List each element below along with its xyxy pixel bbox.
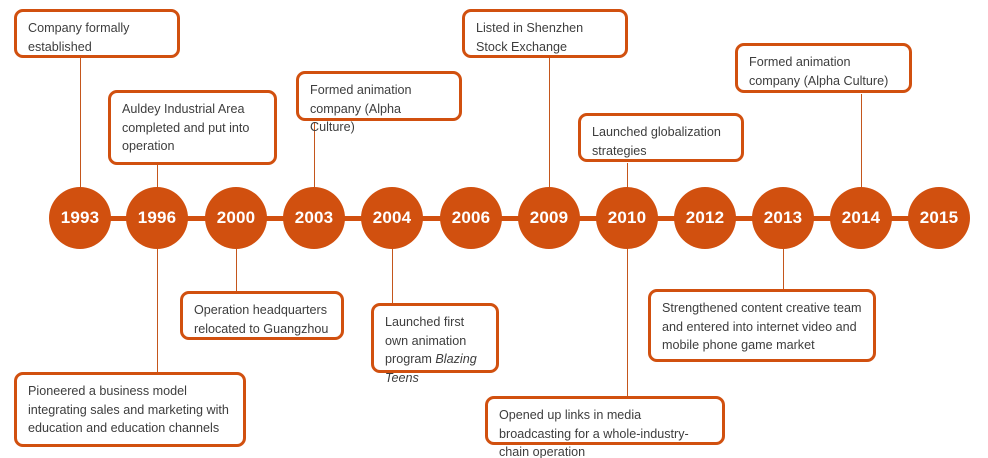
timeline-node-1996[interactable]: 1996 (126, 187, 188, 249)
timeline-node-2006[interactable]: 2006 (440, 187, 502, 249)
timeline-spine-segment (579, 216, 598, 221)
leader-line-1993 (80, 46, 81, 216)
leader-line-2000 (236, 244, 237, 293)
timeline-node-2015[interactable]: 2015 (908, 187, 970, 249)
callout-2010-below[interactable]: Opened up links in media broadcasting fo… (485, 396, 725, 458)
callout-1996-below[interactable]: Pioneered a business model integrating s… (14, 372, 246, 447)
timeline-spine-segment (344, 216, 363, 221)
callout-2004-below[interactable]: Launched first own animation program Bla… (371, 303, 499, 385)
timeline-node-label: 2000 (216, 208, 256, 227)
leader-line-2004 (392, 244, 393, 304)
timeline-node-label: 1996 (137, 208, 177, 227)
timeline-spine-segment (187, 216, 207, 221)
timeline-node-label: 2014 (841, 208, 881, 227)
leader-line-2009 (549, 58, 550, 216)
callout-2004-lead: Launched first own animation program (385, 315, 467, 366)
timeline-node-label: 2009 (529, 208, 569, 227)
callout-1993-above[interactable]: Company formally established (14, 9, 180, 58)
callout-2010-above[interactable]: Launched globalization strategies (578, 113, 744, 162)
timeline-node-2012[interactable]: 2012 (674, 187, 736, 249)
timeline-spine-segment (735, 216, 754, 221)
callout-2003-above[interactable]: Formed animation company (Alpha Culture) (296, 71, 462, 134)
timeline-spine-segment (813, 216, 832, 221)
leader-line-2014 (861, 94, 862, 217)
callout-1996-above[interactable]: Auldey Industrial Area completed and put… (108, 90, 277, 165)
timeline-spine-segment (891, 216, 910, 221)
timeline-spine-segment (422, 216, 442, 221)
callout-2004-program-title: Blazing Teens (385, 352, 477, 385)
timeline-node-2010[interactable]: 2010 (596, 187, 658, 249)
timeline-node-1993[interactable]: 1993 (49, 187, 111, 249)
timeline-node-2004[interactable]: 2004 (361, 187, 423, 249)
timeline-node-2014[interactable]: 2014 (830, 187, 892, 249)
timeline-spine-segment (657, 216, 676, 221)
timeline-node-label: 2010 (607, 208, 647, 227)
leader-line-1996-below (157, 244, 158, 377)
timeline-node-2003[interactable]: 2003 (283, 187, 345, 249)
timeline-spine-segment (266, 216, 285, 221)
timeline-spine-segment (110, 216, 129, 221)
leader-line-2003 (314, 122, 315, 217)
leader-line-2010-below (627, 244, 628, 396)
callout-2013-below[interactable]: Strengthened content creative team and e… (648, 289, 876, 362)
timeline-node-label: 2015 (919, 208, 959, 227)
timeline-node-label: 1993 (60, 208, 100, 227)
timeline-node-2009[interactable]: 2009 (518, 187, 580, 249)
callout-2014-above[interactable]: Formed animation company (Alpha Culture) (735, 43, 912, 93)
leader-line-2013 (783, 244, 784, 290)
timeline-node-label: 2012 (685, 208, 725, 227)
timeline-node-2000[interactable]: 2000 (205, 187, 267, 249)
timeline-node-label: 2003 (294, 208, 334, 227)
timeline-node-label: 2006 (451, 208, 491, 227)
timeline-node-label: 2004 (372, 208, 412, 227)
timeline-node-label: 2013 (763, 208, 803, 227)
timeline-spine-segment (501, 216, 520, 221)
callout-2000-below[interactable]: Operation headquarters relocated to Guan… (180, 291, 344, 340)
callout-2009-above[interactable]: Listed in Shenzhen Stock Exchange (462, 9, 628, 58)
timeline-node-2013[interactable]: 2013 (752, 187, 814, 249)
